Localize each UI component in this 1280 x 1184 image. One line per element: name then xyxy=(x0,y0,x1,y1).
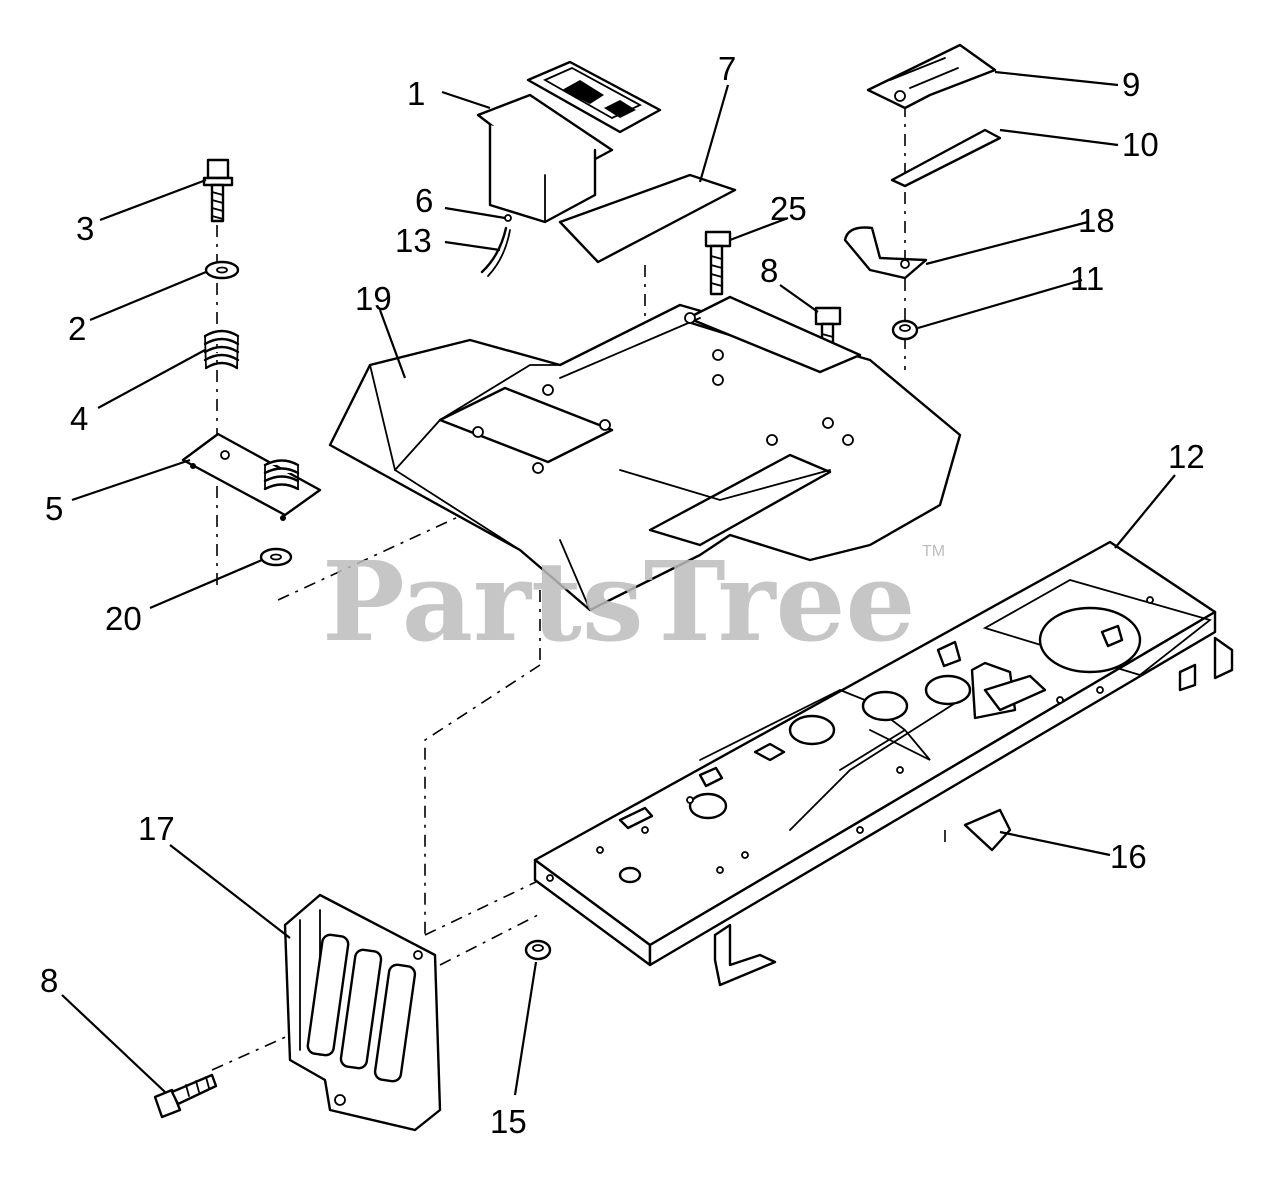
callout-2: 2 xyxy=(68,310,86,347)
callouts: 1 7 3 2 4 5 20 6 13 19 25 8 9 10 18 11 1… xyxy=(40,50,1205,1140)
part-9-cover xyxy=(866,43,997,110)
part-1-box xyxy=(476,60,662,224)
part-10-strip xyxy=(890,128,1002,188)
callout-15: 15 xyxy=(490,1103,527,1140)
part-2-washer xyxy=(204,260,240,280)
watermark-text: PartsTree xyxy=(322,537,916,666)
callout-10: 10 xyxy=(1122,126,1159,163)
part-5-plate xyxy=(181,432,322,521)
callout-9: 9 xyxy=(1122,66,1140,103)
callout-4: 4 xyxy=(70,400,88,437)
callout-3: 3 xyxy=(76,210,94,247)
callout-20: 20 xyxy=(105,600,142,637)
part-19-body-panel xyxy=(328,295,962,612)
leader-lines xyxy=(61,70,1176,1096)
part-16-bracket xyxy=(963,808,1012,852)
callout-13: 13 xyxy=(395,222,432,259)
callout-12: 12 xyxy=(1168,438,1205,475)
part-17-front-plate xyxy=(283,893,442,1132)
callout-6: 6 xyxy=(415,182,433,219)
callout-18: 18 xyxy=(1078,202,1115,239)
watermark-trademark: TM xyxy=(922,543,945,560)
part-15-nut xyxy=(524,939,552,961)
part-13-hose xyxy=(480,226,511,277)
callout-1: 1 xyxy=(407,75,425,112)
callout-17: 17 xyxy=(138,810,175,847)
part-4-spring xyxy=(203,329,240,370)
callout-25: 25 xyxy=(770,190,807,227)
part-6-clip xyxy=(504,214,512,222)
part-20-washer xyxy=(259,547,293,567)
callout-7: 7 xyxy=(718,50,736,87)
callout-11: 11 xyxy=(1070,260,1104,297)
callout-19: 19 xyxy=(355,280,392,317)
part-7-decal xyxy=(558,173,737,264)
part-18-bracket xyxy=(843,226,928,280)
part-11-nut xyxy=(891,319,919,341)
callout-5: 5 xyxy=(45,490,63,527)
part-25-bolt xyxy=(704,230,732,296)
part-3-bolt xyxy=(202,158,234,223)
callout-16: 16 xyxy=(1110,838,1147,875)
watermark: PartsTree TM xyxy=(322,537,945,666)
callout-8-lower: 8 xyxy=(40,962,58,999)
part-12-frame xyxy=(533,540,1234,987)
alignment-lines xyxy=(211,105,946,1071)
callout-8-upper: 8 xyxy=(760,252,778,289)
part-8-bolt-lower xyxy=(153,1073,218,1119)
